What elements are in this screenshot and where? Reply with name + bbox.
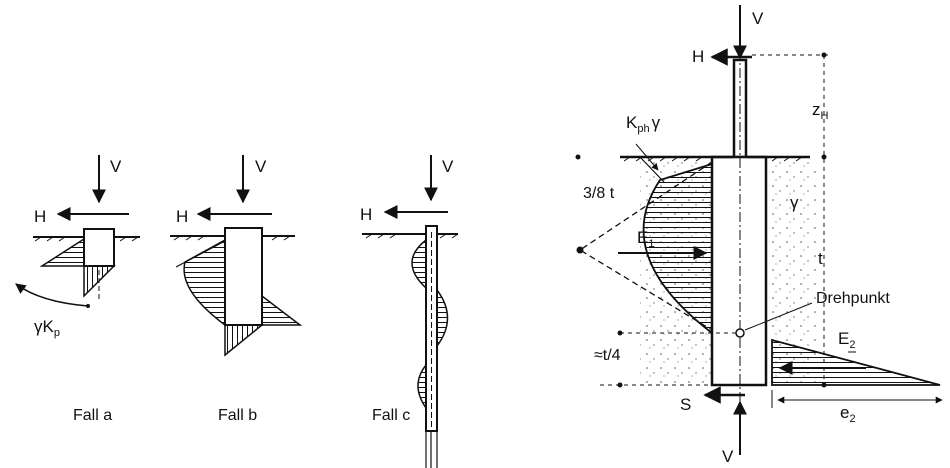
h-label-main: H [692,47,704,66]
pile-b [224,227,263,326]
t-quarter-label: ≈t/4 [594,347,621,364]
caption-a: Fall a [73,407,112,424]
three-eighths-label: 3/8 t [583,185,615,202]
caption-b: Fall b [218,407,257,424]
h-label-b: H [176,207,188,226]
gamma-label: γ [790,193,799,212]
pressure-area-e2 [771,338,941,386]
pivot-label: Drehpunkt [816,290,890,307]
v-label-a: V [110,157,122,176]
h-label-c: H [360,205,372,224]
v-label-b: V [255,157,267,176]
pressure-bulge-c1 [411,238,427,290]
pile-main-body [710,155,768,387]
case-b: V H Fall b [170,155,303,424]
ground-surface-main [620,155,810,162]
coef-label-a: γKp [34,317,60,339]
pivot-point [735,328,745,338]
v-label-c: V [442,157,454,176]
pile-a [83,228,115,267]
kp-curve-arrow [15,283,89,307]
pile-c [425,225,438,432]
caption-c: Fall c [372,407,410,424]
ground-surface-c [362,233,459,239]
v-label-top: V [752,9,764,28]
active-pressure-b-right [261,294,303,326]
active-pressure-b-bottom [224,324,265,357]
v-label-bottom: V [722,447,734,466]
pressure-bulge-c3 [417,362,427,411]
zh-label: zH [812,100,829,122]
passive-pressure-b [183,238,226,327]
s-label: S [680,395,691,414]
case-a: V H γKp Fall a [15,155,140,424]
pile-c-tip [425,431,438,468]
e1-label: E1 [637,228,654,250]
pressure-envelope [578,161,713,331]
e2-label: E2 [838,329,855,351]
pressure-bulge-c2 [436,287,449,349]
h-label-a: H [34,207,46,226]
passive-pressure-a [39,237,85,267]
case-c: V H Fall c [360,155,459,468]
t-label: t [818,249,823,268]
e2-distance-label: e2 [840,403,856,425]
